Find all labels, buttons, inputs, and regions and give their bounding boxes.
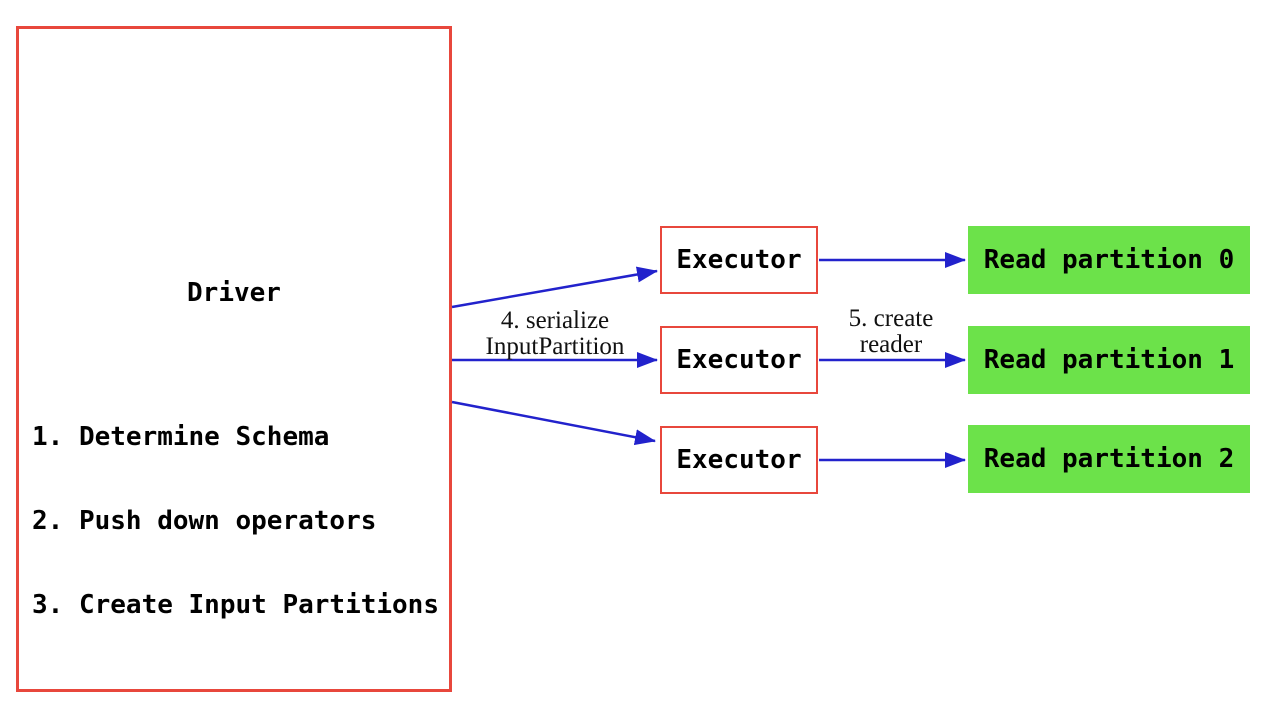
arrow-driver-to-executor-0 [451,266,658,309]
edge-label-reader-line2: reader [859,331,923,358]
partition-box-2: Read partition 2 [968,425,1250,493]
partition-label: Read partition 1 [983,345,1235,375]
partition-box-1: Read partition 1 [968,326,1250,394]
driver-steps: 1. Determine Schema 2. Push down operato… [32,367,439,675]
arrow-driver-to-executor-2 [451,400,656,446]
edge-label-reader-line1: 5. create [848,305,934,332]
edge-label-serialize-line2: InputPartition [485,333,625,360]
driver-box: Driver 1. Determine Schema 2. Push down … [16,26,452,692]
partition-box-0: Read partition 0 [968,226,1250,294]
partition-label: Read partition 0 [983,245,1235,275]
executor-box-1: Executor [660,326,818,394]
executor-box-0: Executor [660,226,818,294]
driver-step-3: 3. Create Input Partitions [32,590,439,620]
edge-label-serialize: 4. serialize InputPartition [455,308,655,360]
driver-step-2: 2. Push down operators [32,506,377,536]
executor-box-2: Executor [660,426,818,494]
executor-label: Executor [676,345,802,375]
edge-label-create-reader: 5. create reader [791,306,991,358]
executor-label: Executor [676,445,802,475]
driver-step-1: 1. Determine Schema [32,422,330,452]
partition-label: Read partition 2 [983,444,1235,474]
edge-label-serialize-line1: 4. serialize [500,307,610,334]
executor-label: Executor [676,245,802,275]
driver-title: Driver [187,278,281,308]
